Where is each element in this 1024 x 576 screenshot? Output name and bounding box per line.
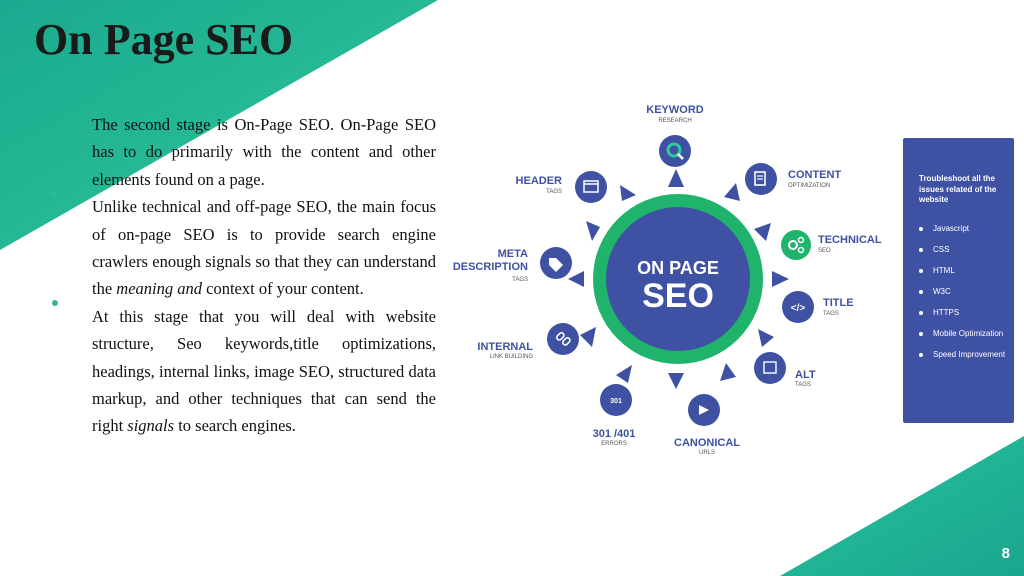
technical-seo-panel: Troubleshoot all the issues related of t…: [903, 138, 1014, 423]
svg-text:TAGS: TAGS: [823, 311, 839, 317]
svg-text:TECHNICAL: TECHNICAL: [818, 234, 882, 246]
gears-icon: [788, 236, 805, 254]
node-meta-description: META DESCRIPTION TAGS: [453, 247, 572, 283]
magnifier-icon: [666, 142, 684, 160]
node-301-errors: 301 301 /401 ERRORS: [593, 384, 636, 447]
panel-list: Javascript CSS HTML W3C HTTPS Mobile Opt…: [903, 224, 1014, 360]
header-icon: [583, 180, 599, 193]
tag-icon: [549, 258, 563, 272]
node-content: CONTENT OPTIMIZATION: [745, 163, 841, 195]
svg-text:ALT: ALT: [795, 369, 816, 381]
svg-text:OPTIMIZATION: OPTIMIZATION: [788, 183, 830, 189]
svg-text:DESCRIPTION: DESCRIPTION: [453, 261, 528, 273]
on-page-seo-diagram: ON PAGE SEO KEYWORD RESEARCH CONTENT OPT…: [453, 104, 882, 456]
panel-item: W3C: [917, 287, 1014, 297]
svg-text:TAGS: TAGS: [546, 189, 562, 195]
svg-text:URLS: URLS: [699, 450, 715, 456]
page-number: 8: [1001, 545, 1010, 562]
svg-text:ERRORS: ERRORS: [601, 441, 627, 447]
node-internal: INTERNAL LINK BUILDING: [477, 323, 579, 360]
panel-item: HTML: [917, 266, 1014, 276]
panel-item: Javascript: [917, 224, 1014, 234]
link-icon: [555, 331, 571, 346]
svg-text:301 /401: 301 /401: [593, 428, 636, 440]
page-title: On Page SEO: [34, 15, 294, 64]
paragraph-bullet-1: Unlike technical and off-page SEO, the m…: [52, 190, 436, 303]
node-technical: TECHNICAL SEO: [781, 230, 882, 260]
code-icon: </>: [791, 303, 806, 314]
301-badge-icon: 301: [610, 398, 622, 405]
panel-item: HTTPS: [917, 308, 1014, 318]
paragraph-intro: The second stage is On-Page SEO. On-Page…: [92, 115, 436, 189]
panel-item: Speed Improvement: [917, 350, 1014, 360]
image-alt-icon: [763, 361, 777, 374]
center-label-line2: SEO: [642, 277, 714, 315]
diagram-spikes: [568, 169, 789, 389]
svg-text:CONTENT: CONTENT: [788, 169, 841, 181]
svg-text:TITLE: TITLE: [823, 297, 854, 309]
svg-text:LINK BUILDING: LINK BUILDING: [490, 354, 534, 360]
center-label-line1: ON PAGE: [637, 258, 719, 278]
top-left-triangle: [0, 0, 438, 250]
svg-text:RESEARCH: RESEARCH: [658, 118, 691, 124]
paragraph-bullet-2: At this stage that you will deal with we…: [52, 299, 436, 440]
bottom-right-triangle: [780, 436, 1024, 576]
panel-item: Mobile Optimization: [917, 329, 1014, 339]
svg-text:TAGS: TAGS: [795, 382, 811, 388]
document-icon: [754, 171, 766, 186]
svg-text:HEADER: HEADER: [516, 175, 563, 187]
node-keyword: KEYWORD RESEARCH: [646, 104, 704, 167]
node-header: HEADER TAGS: [516, 171, 607, 203]
svg-text:INTERNAL: INTERNAL: [477, 341, 533, 353]
panel-heading: Troubleshoot all the issues related of t…: [919, 174, 997, 204]
body-text: The second stage is On-Page SEO. On-Page…: [52, 111, 436, 440]
node-alt: ALT TAGS: [754, 352, 816, 388]
node-canonical: CANONICAL URLS: [674, 394, 740, 456]
arrow-right-icon: [699, 405, 709, 415]
center-circle: [606, 207, 750, 351]
svg-text:KEYWORD: KEYWORD: [646, 104, 704, 116]
svg-text:META: META: [498, 248, 528, 260]
svg-text:CANONICAL: CANONICAL: [674, 437, 740, 449]
svg-text:SEO: SEO: [818, 248, 831, 254]
node-title: </> TITLE TAGS: [782, 291, 854, 323]
panel-item: CSS: [917, 245, 1014, 255]
svg-text:TAGS: TAGS: [512, 277, 528, 283]
